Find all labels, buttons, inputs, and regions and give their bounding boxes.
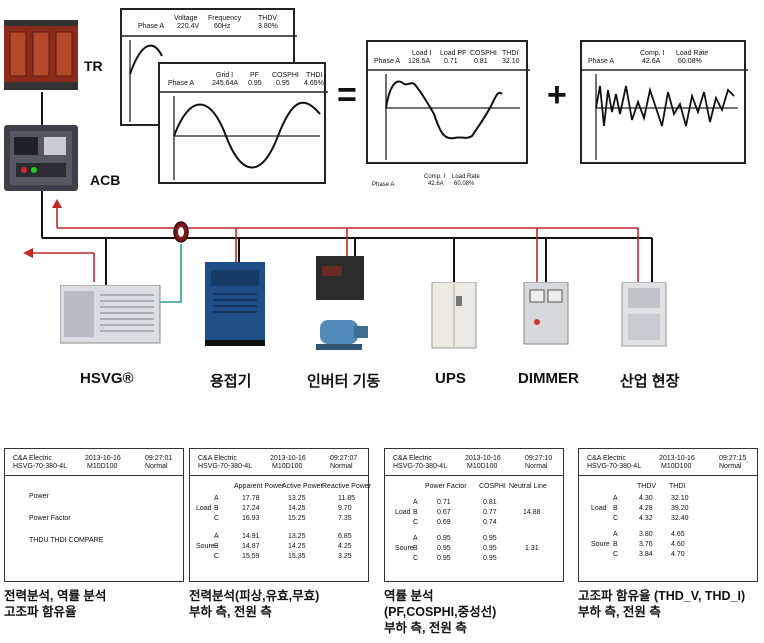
welder-icon <box>205 262 265 346</box>
menu-item-power-factor[interactable]: Power Factor <box>29 515 71 522</box>
red-arrow-left <box>23 248 33 258</box>
caption-panel-4: 고조파 함유율 (THD_V, THD_I)부하 측, 전원 측 <box>578 589 746 619</box>
device-label-industrial: 산업 현장 <box>620 373 680 390</box>
caption-panel-2: 전력분석(피상,유효,무효)부하 측, 전원 측 <box>189 589 320 619</box>
panel-power-analysis: C&A Electric 2013-10-16 09:27:07 HSVG-70… <box>189 448 371 582</box>
ct-sensor <box>173 221 189 243</box>
transformer-icon <box>4 20 78 90</box>
load-waveform <box>368 69 530 160</box>
caption-panel-3: 역률 분석(PF,COSPHI,중성선)부하 측, 전원 측 <box>384 589 497 635</box>
compensation-waveform <box>582 69 748 160</box>
ct-signal-line <box>160 244 182 303</box>
plus-sign: + <box>547 76 567 114</box>
hsvg-unit-icon <box>60 285 161 344</box>
inverter-motor-icon <box>316 256 368 350</box>
grid-waveform <box>160 91 328 180</box>
load-waveform-box: Phase A Load I 128.5A Load PF 0.71 COSPH… <box>366 40 530 164</box>
acb-label: ACB <box>90 172 121 188</box>
device-label-ups: UPS <box>435 370 466 387</box>
equals-sign: = <box>337 76 357 114</box>
voltage-waveform <box>122 35 297 122</box>
below-comp-i-h: Comp. I <box>424 174 446 180</box>
ups-icon <box>431 282 477 349</box>
below-phase: Phase A <box>372 182 395 188</box>
below-load-rate-h: Load Rate <box>452 174 480 180</box>
panel-main-menu: C&A Electric 2013-10-16 09:27:01 HSVG-70… <box>4 448 184 582</box>
below-comp-i-v: 42.6A <box>428 181 444 187</box>
acb-breaker-icon <box>4 125 78 191</box>
panel-harmonics: C&A Electric 2013-10-16 09:27:15 HSVG-70… <box>578 448 758 582</box>
tr-label: TR <box>84 58 103 74</box>
dimmer-icon <box>523 282 569 345</box>
device-label-inverter: 인버터 기동 <box>307 373 381 390</box>
menu-item-power[interactable]: Power <box>29 493 49 500</box>
device-label-welder: 용접기 <box>210 373 252 390</box>
below-load-rate-v: 60.08% <box>454 181 475 187</box>
red-arrow-up <box>52 199 62 208</box>
panel-power-factor: C&A Electric 2013-10-16 09:27:10 HSVG-70… <box>384 448 564 582</box>
industrial-site-icon <box>621 282 667 347</box>
device-label-hsvg: HSVG® <box>80 370 134 387</box>
panel-company: C&A Electric <box>13 455 52 462</box>
compensation-waveform-box: Phase A Comp. I 42.6A Load Rate 60.08% <box>580 40 748 164</box>
grid-waveform-box: Phase A Grid I 245.64A PF 0.95 COSPHI 0.… <box>158 62 328 184</box>
menu-item-thd-compare[interactable]: THDU THDI COMPARE <box>29 537 104 544</box>
device-label-dimmer: DIMMER <box>518 370 579 387</box>
